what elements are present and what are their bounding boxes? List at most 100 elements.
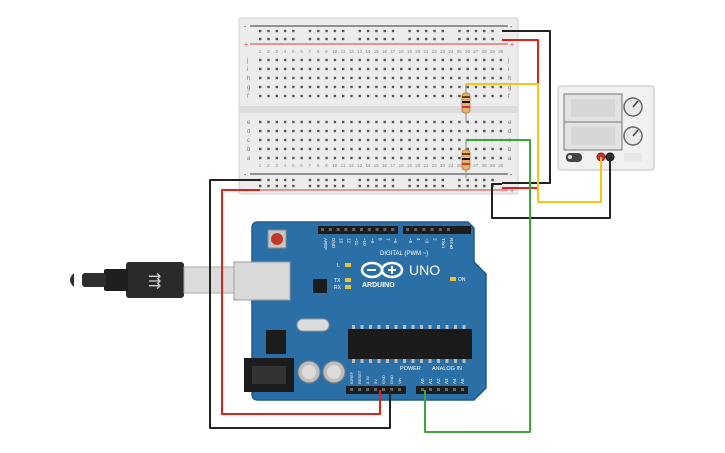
power-pin-hole[interactable] (398, 388, 401, 391)
terminal-hole[interactable] (283, 120, 287, 124)
terminal-hole[interactable] (300, 58, 303, 62)
terminal-hole[interactable] (325, 94, 328, 98)
terminal-hole[interactable] (383, 76, 386, 80)
rail-hole[interactable] (433, 184, 436, 188)
rail-hole[interactable] (317, 178, 320, 182)
rail-hole[interactable] (283, 184, 287, 188)
terminal-hole[interactable] (259, 58, 262, 62)
terminal-hole[interactable] (333, 129, 337, 133)
terminal-hole[interactable] (325, 138, 328, 142)
terminal-hole[interactable] (400, 58, 403, 62)
rail-hole[interactable] (474, 178, 478, 182)
terminal-hole[interactable] (383, 120, 386, 124)
terminal-hole[interactable] (267, 67, 270, 71)
terminal-hole[interactable] (366, 129, 370, 133)
terminal-hole[interactable] (466, 76, 469, 80)
terminal-hole[interactable] (366, 58, 370, 62)
rail-hole[interactable] (259, 178, 262, 182)
terminal-hole[interactable] (342, 147, 345, 151)
terminal-hole[interactable] (325, 120, 328, 124)
rail-hole[interactable] (308, 178, 312, 182)
rail-hole[interactable] (391, 178, 395, 182)
rail-hole[interactable] (267, 37, 270, 41)
terminal-hole[interactable] (300, 85, 303, 89)
terminal-hole[interactable] (342, 58, 345, 62)
terminal-hole[interactable] (425, 76, 428, 80)
terminal-hole[interactable] (366, 67, 370, 71)
rail-hole[interactable] (425, 178, 428, 182)
terminal-hole[interactable] (425, 58, 428, 62)
terminal-hole[interactable] (483, 156, 486, 160)
terminal-hole[interactable] (474, 94, 478, 98)
terminal-hole[interactable] (275, 129, 278, 133)
rail-hole[interactable] (333, 37, 337, 41)
terminal-hole[interactable] (383, 129, 386, 133)
rail-hole[interactable] (491, 29, 494, 33)
terminal-hole[interactable] (366, 120, 370, 124)
terminal-hole[interactable] (317, 67, 320, 71)
rail-hole[interactable] (275, 184, 278, 188)
terminal-hole[interactable] (458, 156, 461, 160)
terminal-hole[interactable] (358, 129, 361, 133)
terminal-hole[interactable] (441, 156, 444, 160)
terminal-hole[interactable] (458, 94, 461, 98)
terminal-hole[interactable] (375, 129, 378, 133)
terminal-hole[interactable] (259, 120, 262, 124)
terminal-hole[interactable] (350, 58, 353, 62)
terminal-hole[interactable] (308, 147, 312, 151)
terminal-hole[interactable] (458, 76, 461, 80)
terminal-hole[interactable] (283, 156, 287, 160)
terminal-hole[interactable] (383, 138, 386, 142)
terminal-hole[interactable] (425, 129, 428, 133)
wire-green-a0[interactable] (424, 139, 531, 433)
header-pin-holes[interactable] (321, 228, 464, 391)
terminal-hole[interactable] (491, 85, 494, 89)
terminal-hole[interactable] (408, 67, 411, 71)
terminal-hole[interactable] (491, 156, 494, 160)
terminal-hole[interactable] (433, 129, 436, 133)
terminal-hole[interactable] (449, 76, 453, 80)
rail-hole[interactable] (391, 184, 395, 188)
terminal-hole[interactable] (449, 94, 453, 98)
terminal-hole[interactable] (308, 120, 312, 124)
rail-hole[interactable] (325, 178, 328, 182)
terminal-hole[interactable] (308, 94, 312, 98)
terminal-hole[interactable] (342, 76, 345, 80)
terminal-hole[interactable] (425, 138, 428, 142)
terminal-hole[interactable] (375, 138, 378, 142)
terminal-hole[interactable] (300, 76, 303, 80)
usb-plug[interactable] (126, 262, 184, 298)
rail-hole[interactable] (416, 178, 420, 182)
power-pin-hole[interactable] (366, 388, 369, 391)
terminal-hole[interactable] (300, 120, 303, 124)
terminal-hole[interactable] (499, 120, 503, 124)
terminal-hole[interactable] (433, 138, 436, 142)
terminal-hole[interactable] (366, 94, 370, 98)
terminal-hole[interactable] (275, 138, 278, 142)
terminal-hole[interactable] (259, 147, 262, 151)
rail-hole[interactable] (259, 184, 262, 188)
rail-hole[interactable] (358, 29, 361, 33)
terminal-hole[interactable] (441, 138, 444, 142)
rail-hole[interactable] (441, 178, 444, 182)
terminal-hole[interactable] (267, 138, 270, 142)
rail-hole[interactable] (466, 178, 469, 182)
terminal-hole[interactable] (441, 147, 444, 151)
power-pin-hole[interactable] (382, 388, 385, 391)
terminal-hole[interactable] (342, 67, 345, 71)
terminal-hole[interactable] (325, 76, 328, 80)
terminal-hole[interactable] (292, 67, 295, 71)
rail-hole[interactable] (441, 37, 444, 41)
terminal-hole[interactable] (449, 129, 453, 133)
terminal-hole[interactable] (416, 120, 420, 124)
terminal-hole[interactable] (433, 94, 436, 98)
rail-hole[interactable] (308, 29, 312, 33)
rail-hole[interactable] (375, 37, 378, 41)
rail-hole[interactable] (416, 37, 420, 41)
power-pin-hole[interactable] (374, 388, 377, 391)
terminal-hole[interactable] (300, 156, 303, 160)
reset-button[interactable] (271, 233, 283, 245)
terminal-hole[interactable] (483, 67, 486, 71)
terminal-hole[interactable] (408, 85, 411, 89)
terminal-hole[interactable] (267, 147, 270, 151)
